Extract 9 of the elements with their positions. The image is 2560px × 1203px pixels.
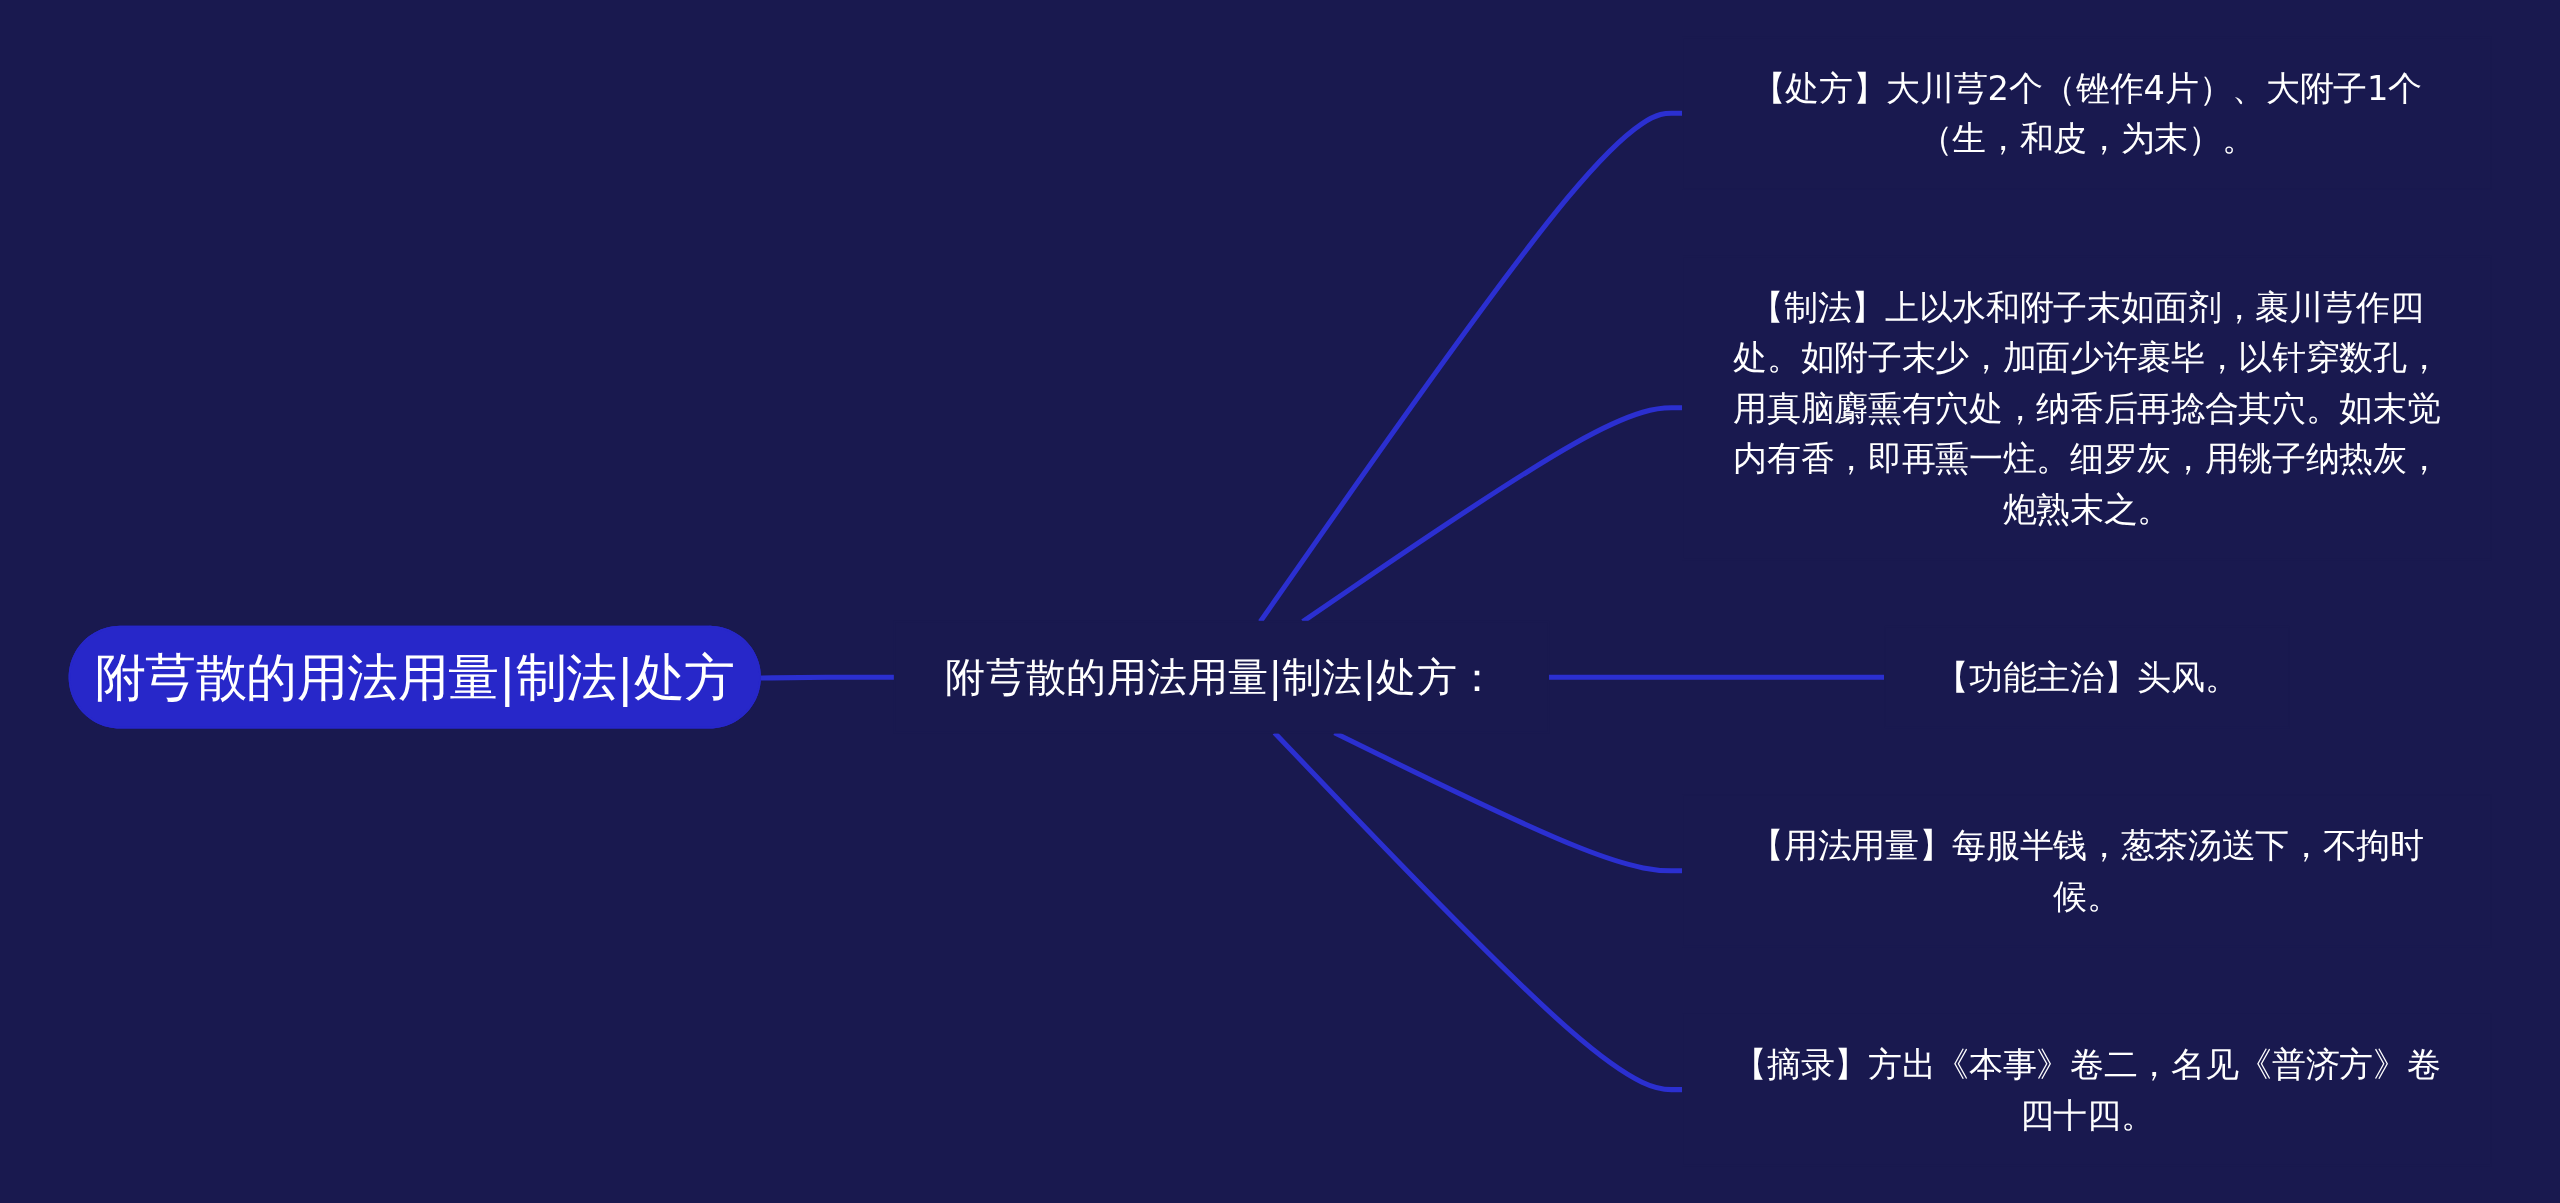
connector (1547, 674, 1885, 680)
node-text: 【摘录】方出《本事》卷二，名见《普济方》卷四十四。 (1733, 1044, 2441, 1136)
node-text: 【制法】上以水和附子末如面剂，裹川芎作四处。如附子末少，加面少许裹毕，以针穿数孔，用真脑麝熏有穴处，纳香后再捻合其穴。如末觉内有香，即再熏一炷。细罗灰，用铫子纳热灰，炮熟末之。 (1733, 286, 2441, 530)
connector (760, 674, 895, 681)
node-text: 【功能主治】头风。 (1935, 657, 2239, 698)
node-text: 【处方】大川芎2个（锉作4片）、大附子1个（生，和皮，为末）。 (1751, 67, 2422, 159)
node-text: 【用法用量】每服半钱，葱茶汤送下，不拘时候。 (1749, 825, 2424, 917)
node-text: 附芎散的用法用量|制法|处方： (945, 653, 1498, 701)
connector (1272, 731, 1683, 1093)
